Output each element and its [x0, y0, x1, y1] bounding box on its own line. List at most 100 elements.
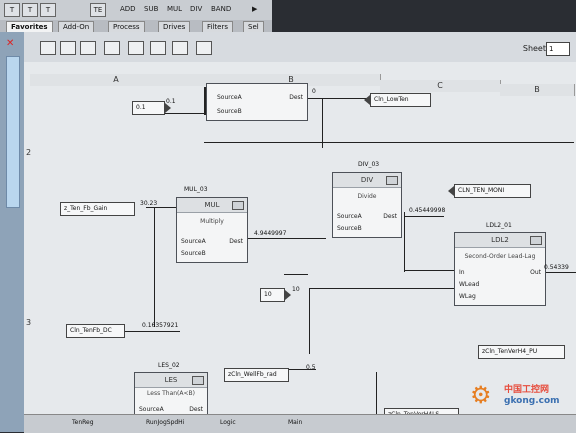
- input-reference[interactable]: zCln_TenVerH4_PU: [478, 345, 565, 359]
- input-reference[interactable]: zCln_WellFb_rad: [224, 368, 289, 382]
- te-icon[interactable]: TE: [90, 3, 106, 17]
- forward-arrow-icon[interactable]: [172, 41, 188, 55]
- band-button[interactable]: BAND: [211, 5, 232, 13]
- output-reference[interactable]: Cln_LowTen: [364, 93, 431, 107]
- tab-runjogspdhi[interactable]: RunJogSpdHi: [146, 419, 185, 426]
- t-icon-3[interactable]: T: [40, 3, 56, 17]
- wire: [309, 288, 454, 289]
- wlag-pin: WLag: [459, 293, 476, 300]
- sheet-view-icon[interactable]: [196, 41, 212, 55]
- wire: [322, 98, 323, 148]
- output-reference[interactable]: CLN_TEN_MONI: [448, 184, 531, 198]
- category-tabs: Favorites Add-On Process Drives Filters …: [0, 20, 272, 33]
- t-icon-1[interactable]: T: [4, 3, 20, 17]
- sheet-selector[interactable]: 1: [546, 42, 570, 56]
- block-config-icon[interactable]: [386, 176, 398, 185]
- dest-pin: Dest: [229, 238, 243, 245]
- connector-icon[interactable]: [80, 41, 96, 55]
- top-function-block[interactable]: SourceA SourceB Dest: [206, 83, 308, 121]
- column-header-c: C: [380, 80, 501, 92]
- value-readout: 0.54339: [544, 264, 569, 271]
- tab-process[interactable]: Process: [108, 21, 145, 33]
- tab-sel[interactable]: Sel: [243, 21, 264, 33]
- add-button[interactable]: ADD: [120, 5, 136, 13]
- wire: [246, 238, 326, 239]
- mul-block[interactable]: MUL Multiply SourceA SourceB Dest: [176, 197, 248, 263]
- wire: [404, 270, 454, 271]
- div-block-type: DIV: [333, 173, 401, 188]
- les-block-name: LES_02: [158, 362, 180, 369]
- output-ref-icon[interactable]: [60, 41, 76, 55]
- out-pin: Out: [530, 269, 541, 276]
- wire: [120, 331, 180, 332]
- mul-block-desc: Multiply: [200, 218, 224, 225]
- in-pin: In: [459, 269, 465, 276]
- wire: [544, 272, 576, 273]
- wire: [132, 113, 232, 114]
- source-a-pin: SourceA: [181, 238, 206, 245]
- div-block-desc: Divide: [357, 193, 377, 200]
- sub-button[interactable]: SUB: [144, 5, 159, 13]
- value-readout: 4.9449997: [254, 230, 287, 237]
- wire: [204, 142, 574, 143]
- fbd-toolbar: Sheet 1: [24, 32, 576, 63]
- tab-main[interactable]: Main: [288, 419, 303, 426]
- source-b-pin: SourceB: [337, 225, 362, 232]
- block-config-icon[interactable]: [232, 201, 244, 210]
- tab-drives[interactable]: Drives: [158, 21, 191, 33]
- row-number-2: 2: [26, 148, 32, 157]
- input-reference[interactable]: 10: [260, 288, 291, 302]
- edit-icon[interactable]: [128, 41, 144, 55]
- dest-pin: Dest: [383, 213, 397, 220]
- mul-button[interactable]: MUL: [167, 5, 183, 13]
- value-readout: 30.23: [140, 200, 158, 207]
- dest-pin: Dest: [189, 406, 203, 413]
- instruction-toolbar: T T T TE ADD SUB MUL DIV BAND ▶: [0, 0, 272, 21]
- div-block-name: DIV_03: [358, 161, 380, 168]
- tab-filters[interactable]: Filters: [202, 21, 233, 33]
- wire: [146, 207, 176, 208]
- dest-pin: Dest: [289, 94, 303, 101]
- column-header-a: A: [30, 74, 203, 86]
- column-header-d: B: [500, 84, 575, 96]
- watermark-url: gkong.com: [504, 396, 560, 406]
- tab-favorites[interactable]: Favorites: [6, 21, 53, 33]
- input-ref-icon[interactable]: [40, 41, 56, 55]
- tab-add-on[interactable]: Add-On: [58, 21, 95, 33]
- wire: [204, 87, 206, 115]
- block-config-icon[interactable]: [192, 376, 204, 385]
- close-icon[interactable]: ✕: [6, 38, 15, 49]
- input-reference[interactable]: 0.1: [132, 101, 171, 115]
- value-readout: 10: [292, 286, 300, 293]
- t-icon-2[interactable]: T: [22, 3, 38, 17]
- div-button[interactable]: DIV: [190, 5, 203, 13]
- mul-block-type: MUL: [177, 198, 247, 213]
- gear-icon: ⚙: [470, 381, 492, 409]
- wire: [404, 212, 405, 272]
- more-arrow-icon[interactable]: ▶: [252, 5, 258, 13]
- ldl2-block[interactable]: LDL2 Second-Order Lead-Lag In WLead WLag…: [454, 232, 546, 306]
- input-reference[interactable]: z_Ten_Fb_Gain: [60, 202, 135, 216]
- value-readout: 0.16357921: [142, 322, 179, 329]
- sheet-label: Sheet: [522, 44, 546, 53]
- wire: [309, 288, 310, 354]
- value-readout: 0.45449998: [409, 207, 446, 214]
- tab-tenreg[interactable]: TenReg: [72, 419, 94, 426]
- les-block-desc: Less Than(A<B): [147, 390, 195, 397]
- fbd-canvas[interactable]: A B C B 2 3 SourceA SourceB Dest MUL Mul…: [24, 62, 576, 432]
- back-arrow-icon[interactable]: [150, 41, 166, 55]
- tab-logic[interactable]: Logic: [220, 419, 236, 426]
- div-block[interactable]: DIV Divide SourceA SourceB Dest: [332, 172, 402, 238]
- source-a-pin: SourceA: [217, 94, 242, 101]
- wire: [306, 98, 368, 99]
- value-readout: 0: [312, 88, 316, 95]
- source-a-pin: SourceA: [337, 213, 362, 220]
- block-config-icon[interactable]: [530, 236, 542, 245]
- input-reference[interactable]: Cln_TenFb_DC: [66, 324, 125, 338]
- new-page-icon[interactable]: [104, 41, 120, 55]
- value-readout: 0.5: [306, 364, 316, 371]
- wlead-pin: WLead: [459, 281, 480, 288]
- wire: [154, 207, 155, 327]
- pane-scrollbar[interactable]: [6, 56, 20, 208]
- row-number-3: 3: [26, 318, 32, 327]
